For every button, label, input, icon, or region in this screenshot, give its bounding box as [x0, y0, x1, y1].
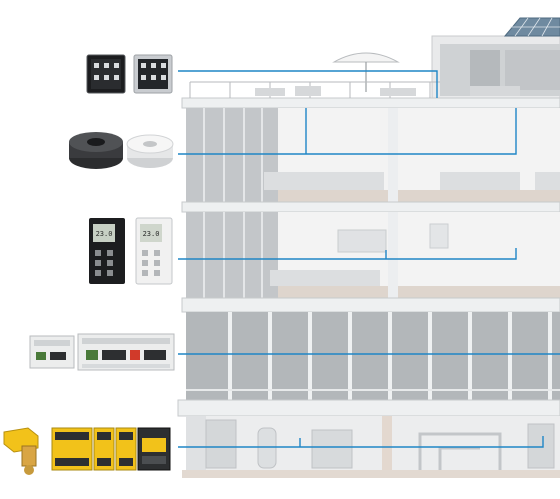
din-rail-actuator-icon [51, 427, 93, 471]
plant-room-level [182, 416, 560, 478]
link-presence-detectors [178, 108, 517, 155]
roof-parasol [332, 52, 400, 92]
roof-railing [189, 81, 440, 98]
solar-panel-array [503, 17, 560, 37]
touch-panel-icon [86, 54, 126, 94]
din-rail-actuator-icon [115, 427, 137, 471]
lobby-level [186, 312, 560, 402]
room-thermostat-icon: 23.0 [89, 218, 125, 284]
actuator-group [3, 427, 171, 475]
controller-group [29, 333, 175, 371]
building-cutaway [177, 17, 560, 478]
controller-module-icon [77, 333, 175, 371]
link-touch-panels [178, 70, 438, 98]
office-level-upper [186, 108, 560, 204]
presence-detector-icon [126, 134, 174, 168]
roof-furniture [255, 86, 520, 96]
roof-plant-structure [431, 35, 560, 101]
office-level-lower [186, 212, 560, 300]
link-room-thermostats [178, 248, 517, 260]
connection-lines [178, 70, 560, 448]
slab-upper [181, 201, 560, 213]
thermostat-display: 23.0 [143, 230, 160, 238]
room-thermostat-group: 23.0 23.0 [89, 217, 173, 285]
thermostat-display: 23.0 [96, 230, 113, 238]
roof-terrace-slab [181, 97, 560, 109]
controller-module-icon [29, 335, 75, 369]
presence-detector-icon [69, 132, 123, 169]
room-thermostat-icon: 23.0 [135, 217, 173, 285]
slab-ground [177, 399, 560, 417]
touch-panel-group [86, 54, 173, 94]
valve-actuator-icon [3, 427, 39, 475]
din-rail-actuator-icon [93, 427, 115, 471]
touch-panel-icon [133, 54, 173, 94]
presence-detector-group [69, 132, 174, 169]
din-rail-actuator-icon [137, 427, 171, 471]
slab-lower [181, 297, 560, 313]
